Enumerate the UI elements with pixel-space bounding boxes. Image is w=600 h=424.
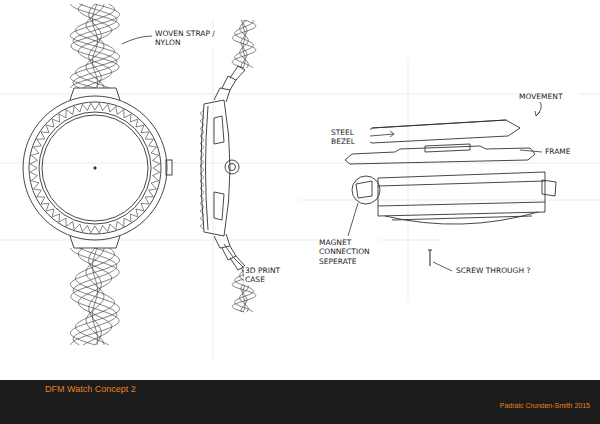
page-title: DFM Watch Concept 2	[45, 384, 136, 394]
part-label: 3D PRINT CASE	[244, 266, 294, 285]
part-label: SCREW THROUGH ?	[455, 266, 537, 275]
part-label: MAGNET CONNECTION SEPERATE	[318, 238, 380, 266]
author-credit: Padraic Crunden-Smith 2015	[500, 402, 590, 409]
leader-lines	[122, 36, 542, 271]
part-label: STEEL BEZEL	[330, 128, 370, 147]
part-label: MOVEMENT	[518, 92, 580, 101]
part-label: WOVEN STRAP / NYLON	[154, 29, 232, 48]
footer-bar	[0, 380, 600, 424]
front-view	[23, 4, 172, 345]
guide-lines	[0, 20, 600, 360]
part-label: FRAME	[544, 147, 586, 156]
